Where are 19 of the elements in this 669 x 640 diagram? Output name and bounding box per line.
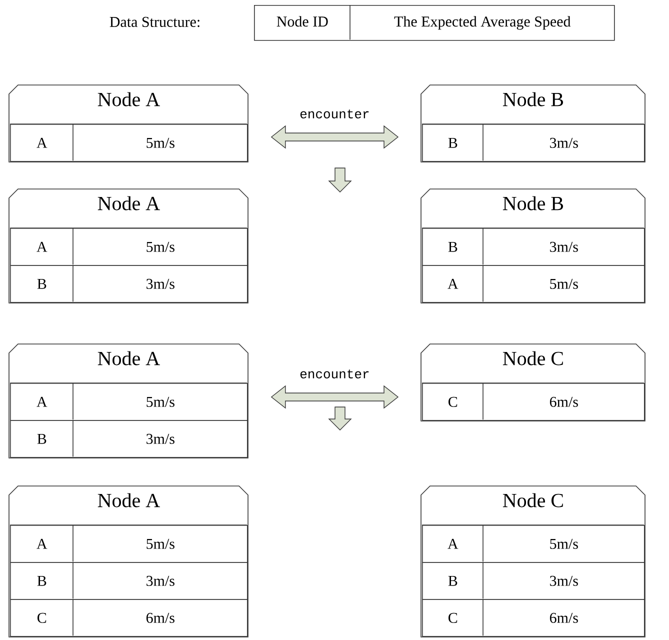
table-row: B 3m/s (422, 228, 645, 266)
table-row: B 3m/s (422, 124, 645, 162)
table-row: B 3m/s (422, 562, 645, 600)
table-row: A 5m/s (10, 228, 248, 266)
data-structure-table: Node ID The Expected Average Speed (254, 4, 615, 41)
table-row: A 5m/s (10, 383, 248, 421)
table-row: C 6m/s (422, 383, 645, 421)
table-row: A 5m/s (10, 124, 248, 162)
table-row: B 3m/s (10, 420, 248, 458)
table-row: C 6m/s (422, 599, 645, 637)
table-row: A 5m/s (422, 525, 645, 563)
edge-label: encounter (300, 370, 369, 378)
edge-label: encounter (300, 110, 369, 118)
table-row: A 5m/s (10, 525, 248, 563)
caption-text: Data Structure: (110, 16, 200, 28)
table-row: C 6m/s (10, 599, 248, 637)
table-row: B 3m/s (10, 562, 248, 600)
table-row: A 5m/s (422, 265, 645, 303)
table-row: B 3m/s (10, 265, 248, 303)
